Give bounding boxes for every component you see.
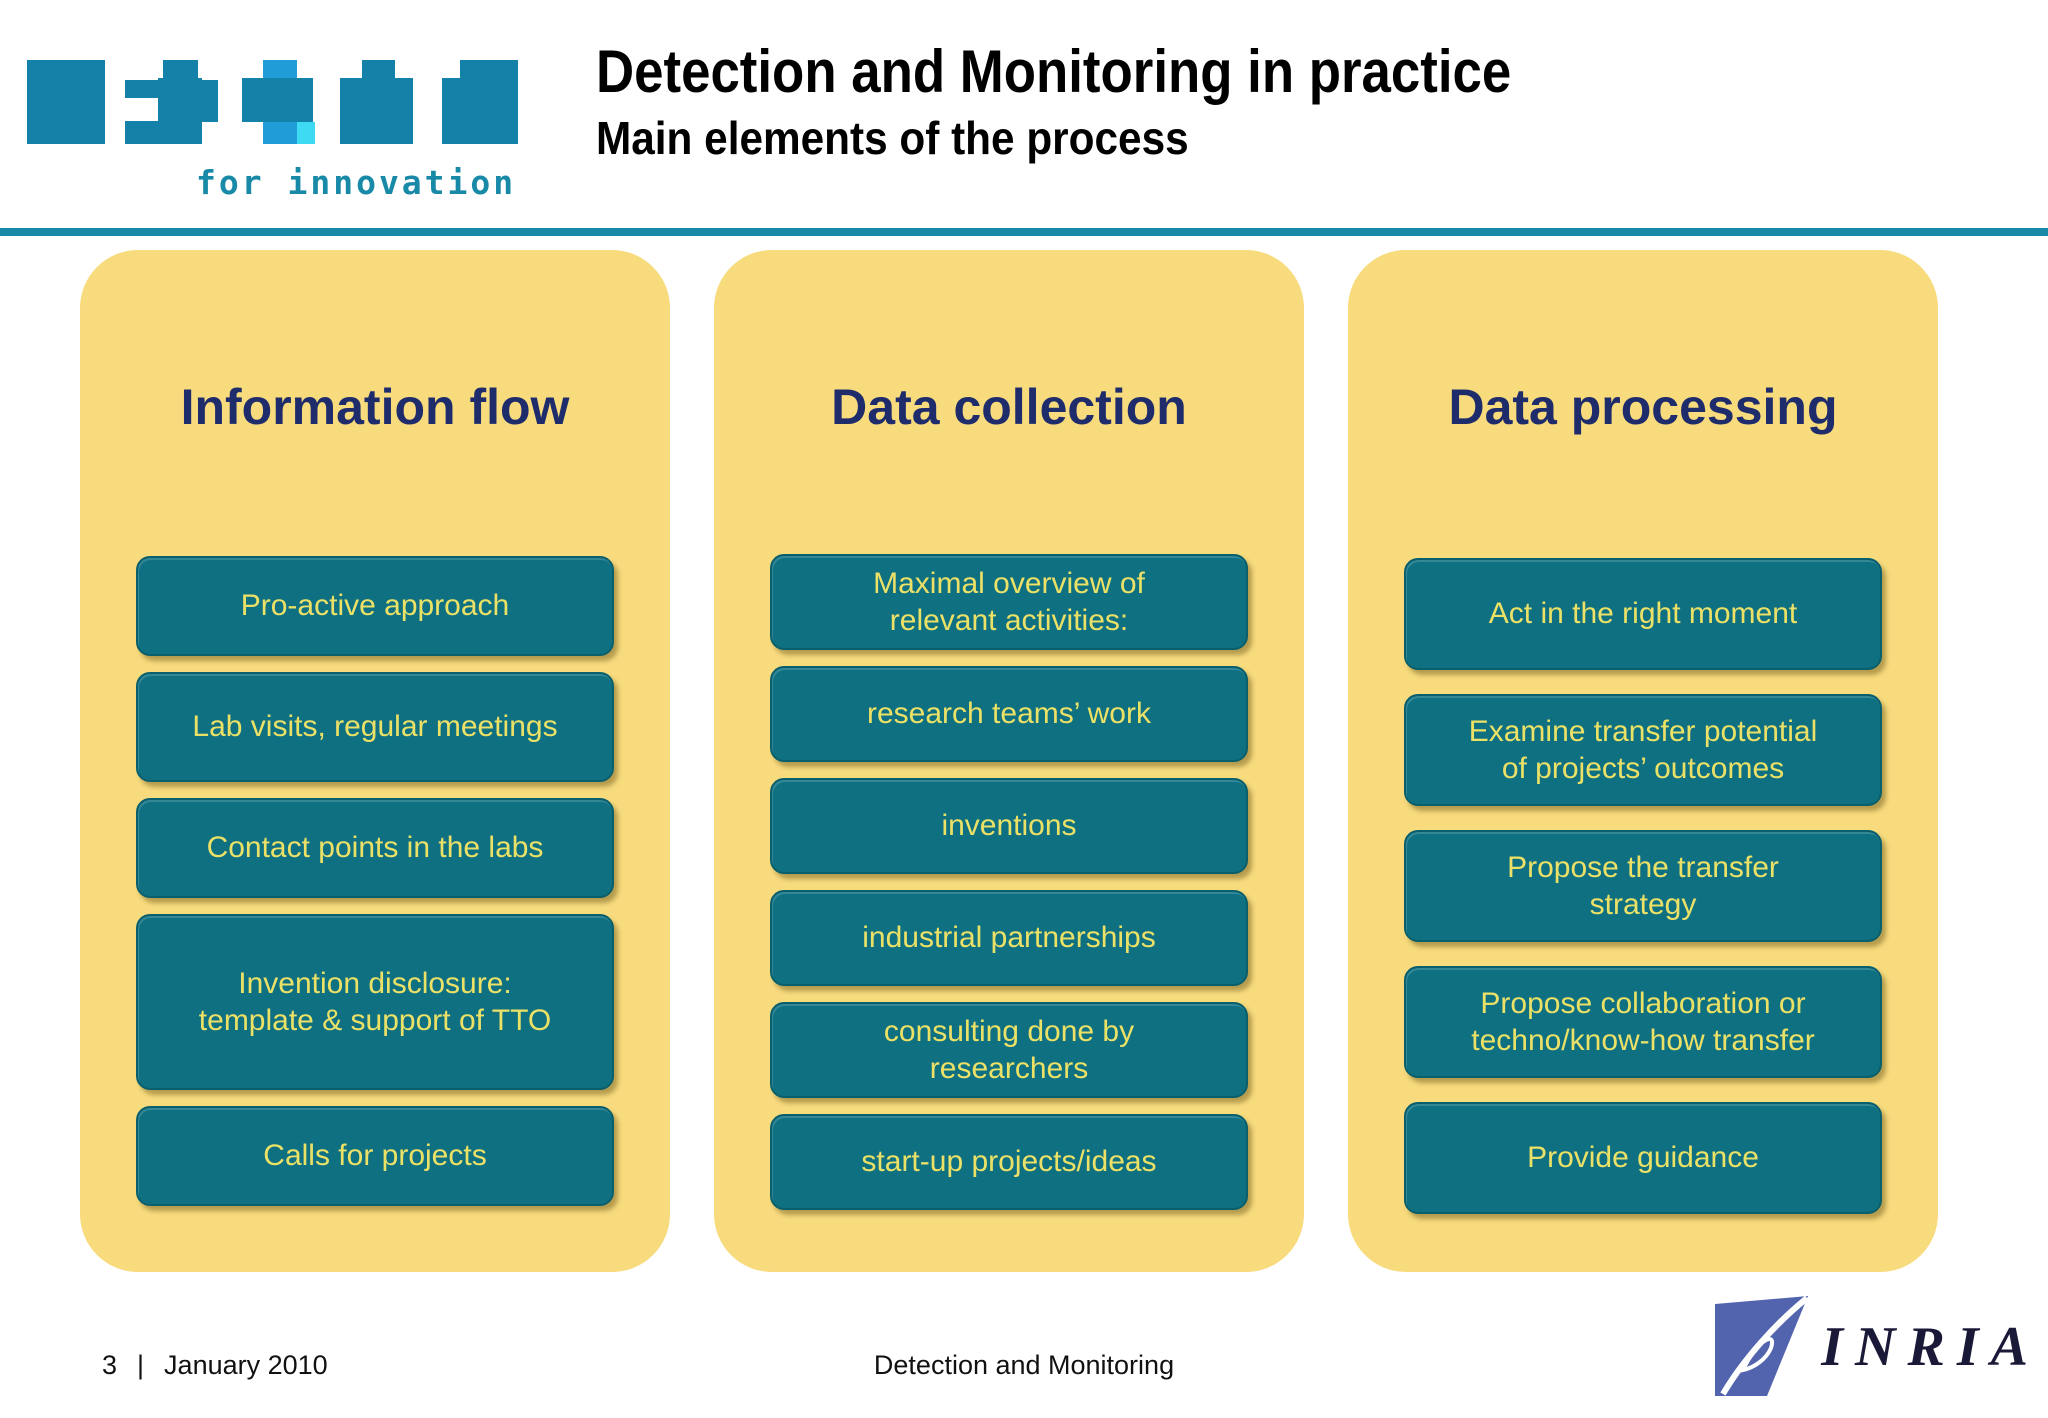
column-title: Information flow xyxy=(180,379,570,435)
process-box-label: Examine transfer potential of projects’ … xyxy=(1468,714,1818,786)
process-box: industrial partnerships xyxy=(770,890,1248,986)
process-box: Act in the right moment xyxy=(1404,558,1882,670)
process-box: inventions xyxy=(770,778,1248,874)
process-box: Lab visits, regular meetings xyxy=(136,672,614,782)
process-box-label: consulting done by researchers xyxy=(883,1014,1135,1086)
process-box-label: Act in the right moment xyxy=(1488,597,1798,631)
process-box-label: Propose the transfer strategy xyxy=(1507,850,1779,922)
process-box-label: Propose collaboration or techno/know-how… xyxy=(1471,986,1815,1058)
inria-logo: INRIA xyxy=(1715,1292,2040,1402)
inria-logo-text: INRIA xyxy=(1821,1316,2040,1378)
column-title: Data processing xyxy=(1448,379,1838,435)
process-box-label: research teams’ work xyxy=(867,697,1151,731)
logo-tagline: for innovation xyxy=(196,163,517,202)
footer-date: January 2010 xyxy=(164,1350,328,1380)
process-box-label: start-up projects/ideas xyxy=(861,1145,1157,1179)
footer-page-number: 3 xyxy=(102,1350,118,1380)
process-box-label: Maximal overview of relevant activities: xyxy=(873,566,1145,638)
process-box: start-up projects/ideas xyxy=(770,1114,1248,1210)
process-box: Invention disclosure: template & support… xyxy=(136,914,614,1090)
process-box-label: Provide guidance xyxy=(1527,1141,1759,1175)
process-box: research teams’ work xyxy=(770,666,1248,762)
page-subtitle: Main elements of the process xyxy=(596,112,1189,164)
process-box-label: Pro-active approach xyxy=(240,589,510,623)
process-box: Calls for projects xyxy=(136,1106,614,1206)
process-box: Contact points in the labs xyxy=(136,798,614,898)
footer-separator: | xyxy=(137,1350,145,1380)
process-box-label: Contact points in the labs xyxy=(206,831,544,865)
process-box: consulting done by researchers xyxy=(770,1002,1248,1098)
process-box: Pro-active approach xyxy=(136,556,614,656)
process-box-label: industrial partnerships xyxy=(862,921,1156,955)
process-box: Maximal overview of relevant activities: xyxy=(770,554,1248,650)
for-innovation-logo-icon xyxy=(27,60,518,144)
box-list: Maximal overview of relevant activities:… xyxy=(770,554,1248,1210)
column-title: Data collection xyxy=(831,379,1187,435)
process-box-label: Invention disclosure: template & support… xyxy=(198,966,552,1038)
footer-center-text: Detection and Monitoring xyxy=(873,1350,1175,1380)
process-box: Propose collaboration or techno/know-how… xyxy=(1404,966,1882,1078)
process-box-label: Calls for projects xyxy=(263,1139,487,1173)
inria-logo-icon xyxy=(1715,1296,1810,1396)
header-divider xyxy=(0,228,2048,236)
footer-left: 3 | January 2010 xyxy=(102,1350,328,1381)
page-title: Detection and Monitoring in practice xyxy=(596,38,1512,105)
process-box-label: inventions xyxy=(941,809,1077,843)
process-column: Data collection Maximal overview of rele… xyxy=(714,250,1304,1272)
process-box: Propose the transfer strategy xyxy=(1404,830,1882,942)
header: Detection and Monitoring in practice Mai… xyxy=(596,40,1636,165)
process-box: Provide guidance xyxy=(1404,1102,1882,1214)
process-box: Examine transfer potential of projects’ … xyxy=(1404,694,1882,806)
process-box-label: Lab visits, regular meetings xyxy=(192,710,558,744)
